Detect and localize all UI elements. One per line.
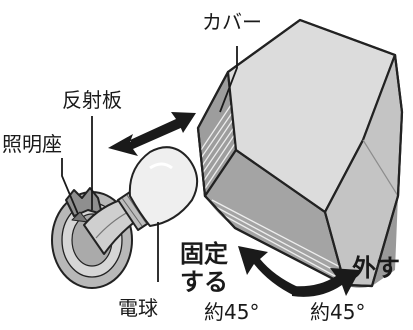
leader-socket <box>61 158 79 215</box>
remove-arrow-icon <box>292 268 360 297</box>
leader-cover <box>219 46 238 113</box>
label-socket: 照明座 <box>2 132 62 156</box>
label-angle-fix: 約45° <box>204 300 260 324</box>
leader-lines <box>61 46 238 282</box>
label-fix-suffix: する <box>180 268 228 296</box>
label-cover: カバー <box>202 10 262 34</box>
double-arrow-icon <box>108 112 196 156</box>
label-fix: 固定 <box>180 240 228 268</box>
label-bulb: 電球 <box>118 296 158 320</box>
label-remove: 外す <box>352 254 400 282</box>
fix-arrow-icon <box>238 246 298 296</box>
label-angle-remove: 約45° <box>310 300 366 324</box>
cover-shape <box>196 18 404 288</box>
lamp-assembly <box>51 146 199 289</box>
label-reflector: 反射板 <box>62 88 122 112</box>
